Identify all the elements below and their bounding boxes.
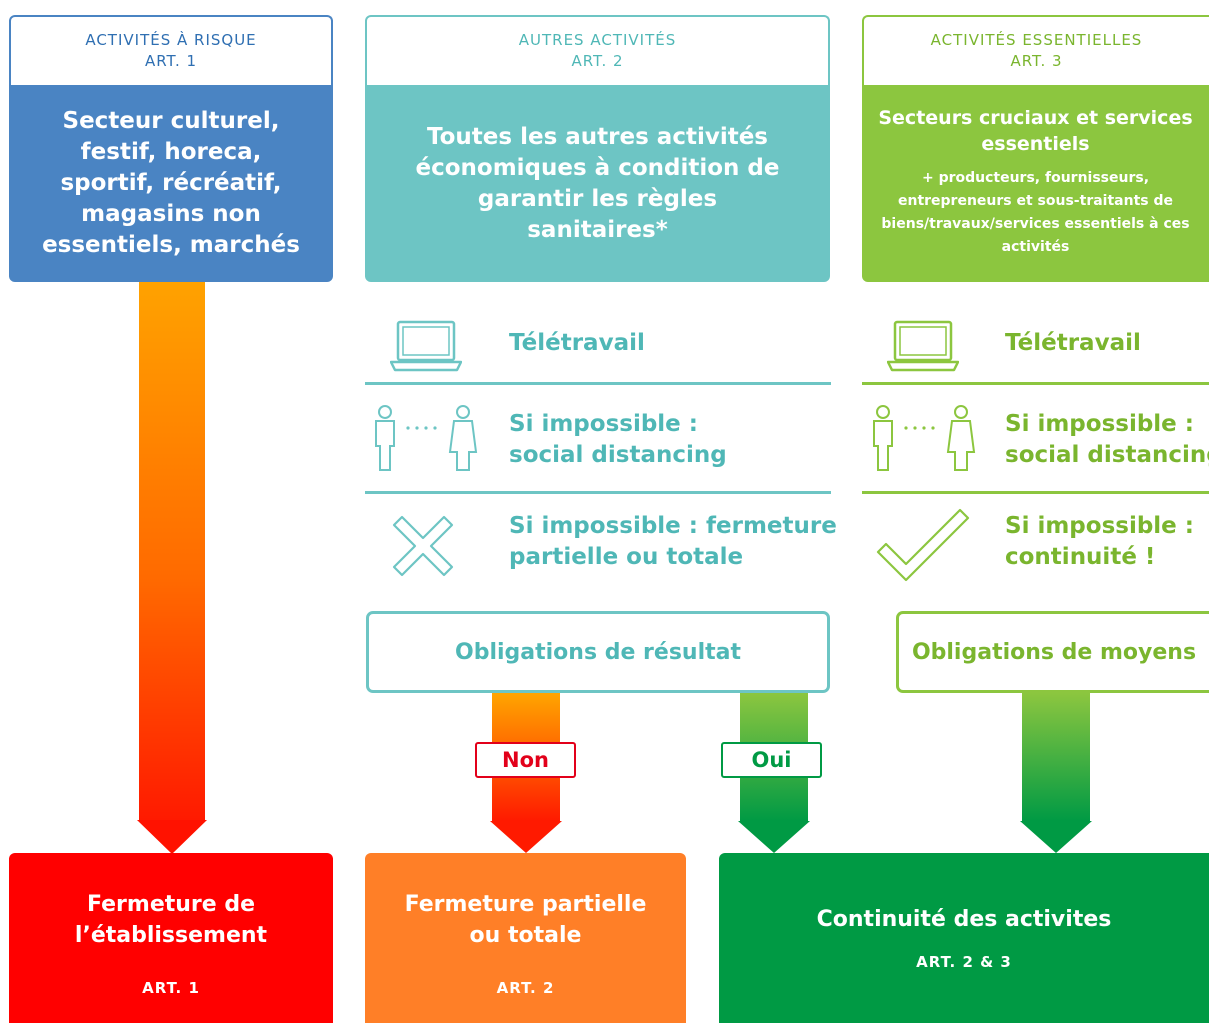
other-divider-2: [365, 491, 831, 494]
outcome-continuity: Continuité des activites ART. 2 & 3: [719, 853, 1209, 1023]
essential-body-title: Secteurs cruciaux et services essentiels: [878, 107, 1193, 155]
oui-tag: Oui: [721, 742, 822, 778]
essential-header-article: ART. 3: [1010, 52, 1063, 70]
laptop-icon: [390, 320, 462, 372]
outcome-closure-title-2: l’établissement: [74, 923, 268, 948]
essential-arrow: [1020, 693, 1092, 853]
essential-distancing-line1: Si impossible :: [1005, 411, 1194, 437]
checkmark-icon: [876, 508, 970, 582]
other-fallback-line2: partielle ou totale: [509, 544, 744, 570]
non-tag: Non: [475, 742, 576, 778]
essential-header: ACTIVITÉS ESSENTIELLES ART. 3: [862, 15, 1209, 85]
social-distancing-icon: [375, 405, 478, 471]
essential-distancing-line2: social distancing: [1005, 442, 1209, 468]
other-distancing-line2: social distancing: [509, 442, 727, 468]
other-body-text: Toutes les autres activités économiques …: [415, 123, 780, 243]
outcome-closure: Fermeture de l’établissement ART. 1: [9, 853, 333, 1023]
other-fallback-line1: Si impossible : fermeture: [509, 513, 837, 539]
social-distancing-icon: [873, 405, 976, 471]
risk-header-title: ACTIVITÉS À RISQUE: [85, 31, 257, 49]
risk-header: ACTIVITÉS À RISQUE ART. 1: [9, 15, 333, 85]
outcome-partial-title-1: Fermeture partielle: [404, 892, 647, 917]
obligations-means-box: Obligations de moyens: [896, 611, 1209, 693]
other-divider-1: [365, 382, 831, 385]
other-body-box: Toutes les autres activités économiques …: [365, 85, 830, 282]
risk-body-box: Secteur culturel, festif, horeca, sporti…: [9, 85, 333, 282]
outcome-partial-article: ART. 2: [496, 979, 555, 997]
essential-fallback-label: Si impossible : continuité !: [1005, 511, 1194, 573]
other-distancing-label: Si impossible : social distancing: [509, 409, 727, 471]
essential-body-box: Secteurs cruciaux et services essentiels…: [862, 85, 1209, 282]
essential-telework-label: Télétravail: [1005, 330, 1141, 356]
other-distancing-line1: Si impossible :: [509, 411, 698, 437]
essential-divider-1: [862, 382, 1209, 385]
outcome-partial: Fermeture partielle ou totale ART. 2: [365, 853, 686, 1023]
other-fallback-label: Si impossible : fermeture partielle ou t…: [509, 511, 837, 573]
risk-header-article: ART. 1: [144, 52, 198, 70]
outcome-closure-article: ART. 1: [142, 979, 200, 997]
cross-icon: [392, 515, 454, 577]
essential-divider-2: [862, 491, 1209, 494]
essential-header-title: ACTIVITÉS ESSENTIELLES: [930, 31, 1143, 49]
outcome-continuity-title: Continuité des activites: [816, 907, 1112, 932]
essential-fallback-line1: Si impossible :: [1005, 513, 1194, 539]
other-telework-label: Télétravail: [509, 330, 645, 356]
risk-arrow: [137, 282, 207, 854]
essential-distancing-label: Si impossible : social distancing: [1005, 409, 1209, 471]
essential-fallback-line2: continuité !: [1005, 544, 1156, 570]
obligations-result-box: Obligations de résultat: [366, 611, 830, 693]
outcome-partial-title-2: ou totale: [469, 923, 582, 948]
other-header-title: AUTRES ACTIVITÉS: [518, 31, 677, 49]
outcome-closure-title-1: Fermeture de: [86, 892, 256, 917]
outcome-continuity-article: ART. 2 & 3: [916, 953, 1012, 971]
risk-body-text: Secteur culturel, festif, horeca, sporti…: [42, 108, 300, 258]
other-header: AUTRES ACTIVITÉS ART. 2: [365, 15, 830, 85]
other-header-article: ART. 2: [571, 52, 624, 70]
essential-body-subtitle: + producteurs, fournisseurs, entrepreneu…: [881, 170, 1190, 255]
laptop-icon: [887, 320, 959, 372]
